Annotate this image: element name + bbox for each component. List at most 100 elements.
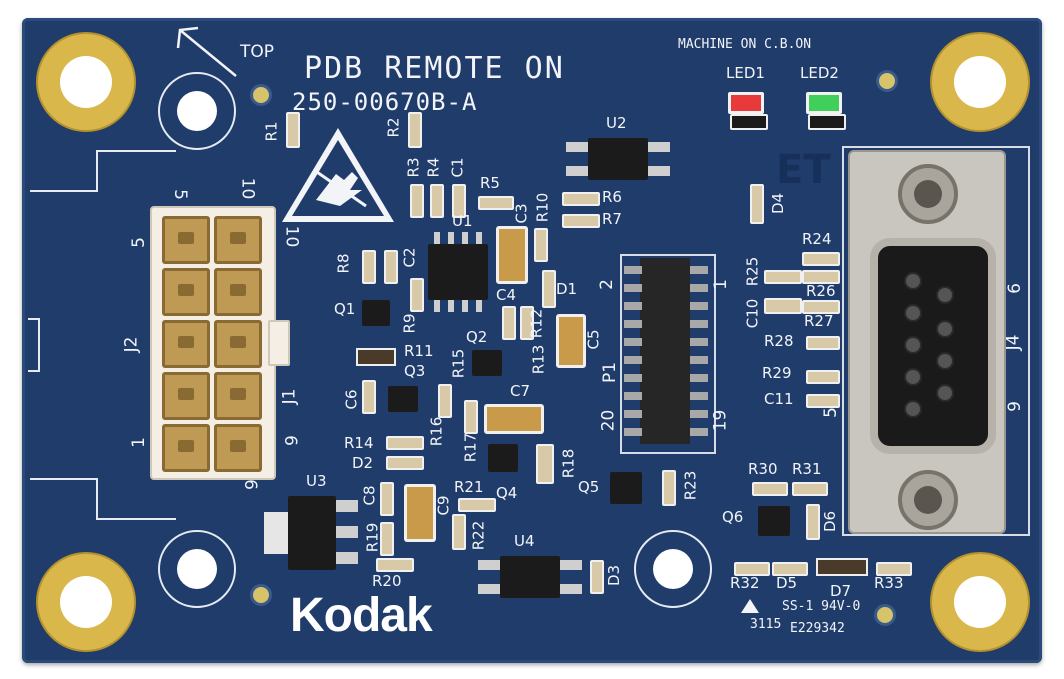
r8-label: R8 bbox=[334, 253, 353, 274]
c9-label: C9 bbox=[434, 495, 453, 516]
silkscreen-outline-j1 bbox=[30, 190, 96, 192]
silkscreen-outline-j1-bottom bbox=[30, 478, 96, 480]
j4-pin bbox=[936, 384, 954, 402]
led1-red bbox=[728, 92, 764, 114]
u3-lead bbox=[336, 526, 358, 538]
r32-label: R32 bbox=[730, 574, 760, 592]
p1-pin bbox=[690, 428, 708, 436]
r1-resistor bbox=[286, 112, 300, 148]
d4-diode bbox=[750, 184, 764, 224]
r29-label: R29 bbox=[762, 364, 792, 382]
j4-dsub-connector bbox=[870, 238, 996, 454]
q3-label: Q3 bbox=[404, 362, 426, 380]
r20-resistor bbox=[376, 558, 414, 572]
c5-label: C5 bbox=[584, 329, 603, 350]
r23-resistor bbox=[662, 470, 676, 506]
r30-resistor bbox=[752, 482, 788, 496]
r29-resistor bbox=[806, 370, 840, 384]
p1-pin bbox=[624, 356, 642, 364]
fiducial-via-top-left bbox=[250, 84, 272, 106]
j1-pin bbox=[214, 372, 262, 420]
r12-label: R12 bbox=[527, 308, 546, 339]
silkscreen-tab-left bbox=[28, 318, 40, 372]
r10-resistor bbox=[534, 228, 548, 262]
c5-capacitor bbox=[556, 314, 586, 368]
p1-pin bbox=[690, 410, 708, 418]
c8-capacitor bbox=[380, 482, 394, 516]
ul-warning-icon bbox=[741, 599, 759, 613]
d7-label: D7 bbox=[830, 582, 852, 600]
r12-resistor bbox=[520, 306, 534, 340]
mounting-hole-bottom-right bbox=[930, 552, 1030, 652]
p1-pin bbox=[690, 356, 708, 364]
p1-pin bbox=[624, 428, 642, 436]
u1-label: U1 bbox=[452, 212, 473, 230]
r5-label: R5 bbox=[480, 174, 500, 192]
etch-mark: ET bbox=[776, 147, 831, 193]
r25b-resistor bbox=[802, 270, 840, 284]
j1-pin-6: 6 bbox=[279, 435, 300, 446]
r18-resistor bbox=[536, 444, 554, 484]
p1-pin bbox=[690, 392, 708, 400]
r2-label: R2 bbox=[384, 117, 403, 138]
r22-label: R22 bbox=[469, 520, 488, 551]
c9-capacitor bbox=[404, 484, 436, 542]
c4-label: C4 bbox=[496, 286, 517, 304]
r21-resistor bbox=[458, 498, 496, 512]
j4-pin-6: 6 bbox=[1004, 283, 1025, 294]
d1-label: D1 bbox=[556, 280, 578, 298]
r11-label: R11 bbox=[404, 342, 434, 360]
d3-label: D3 bbox=[605, 564, 624, 587]
u3-lead bbox=[336, 552, 358, 564]
r21-label: R21 bbox=[454, 478, 484, 496]
d3-diode bbox=[590, 560, 604, 594]
r15-label: R15 bbox=[449, 348, 468, 379]
u3-lead bbox=[336, 500, 358, 512]
p1-pin bbox=[624, 338, 642, 346]
j4-label: J4 bbox=[1003, 334, 1024, 351]
r13-label: R13 bbox=[529, 344, 548, 375]
silkscreen-outline-left bbox=[96, 150, 176, 192]
r4-resistor bbox=[430, 184, 444, 218]
j1-pin bbox=[214, 320, 262, 368]
p1-pin-1: 1 bbox=[710, 279, 731, 290]
r31-resistor bbox=[792, 482, 828, 496]
r3-label: R3 bbox=[404, 157, 423, 178]
r7-label: R7 bbox=[602, 210, 622, 228]
p1-pin bbox=[624, 284, 642, 292]
mounting-ring-top bbox=[158, 72, 236, 150]
u1-lead bbox=[434, 232, 440, 244]
u1-chip bbox=[428, 244, 488, 300]
c8-label: C8 bbox=[360, 485, 379, 506]
led2-green bbox=[806, 92, 842, 114]
esd-hand-icon bbox=[313, 168, 367, 208]
c2-capacitor bbox=[384, 250, 398, 284]
p1-pin bbox=[624, 302, 642, 310]
r14-resistor bbox=[386, 436, 424, 450]
j4-pin bbox=[936, 286, 954, 304]
led2-pads bbox=[808, 114, 846, 130]
j1-pin bbox=[162, 372, 210, 420]
j2-pin-1: 1 bbox=[128, 437, 149, 448]
q3-transistor bbox=[388, 386, 418, 412]
q6-label: Q6 bbox=[722, 508, 744, 526]
p1-pin bbox=[624, 374, 642, 382]
c3-capacitor bbox=[496, 226, 528, 284]
j1-pin bbox=[162, 320, 210, 368]
mounting-ring-bottom-left bbox=[158, 530, 236, 608]
c2-label: C2 bbox=[400, 247, 419, 268]
r18-label: R18 bbox=[559, 448, 578, 479]
r24-label: R24 bbox=[802, 230, 832, 248]
r23-label: R23 bbox=[681, 470, 700, 501]
j4-pin bbox=[904, 336, 922, 354]
u2-label: U2 bbox=[606, 114, 627, 132]
fiducial-via-top-right bbox=[876, 70, 898, 92]
r22-resistor bbox=[452, 514, 466, 550]
u3-regulator bbox=[288, 496, 336, 570]
led1-label: LED1 bbox=[726, 64, 765, 82]
p1-pin bbox=[624, 410, 642, 418]
u1-lead bbox=[462, 232, 468, 244]
j1-pin bbox=[162, 268, 210, 316]
q4-transistor bbox=[488, 444, 518, 472]
q2-label: Q2 bbox=[466, 328, 488, 346]
